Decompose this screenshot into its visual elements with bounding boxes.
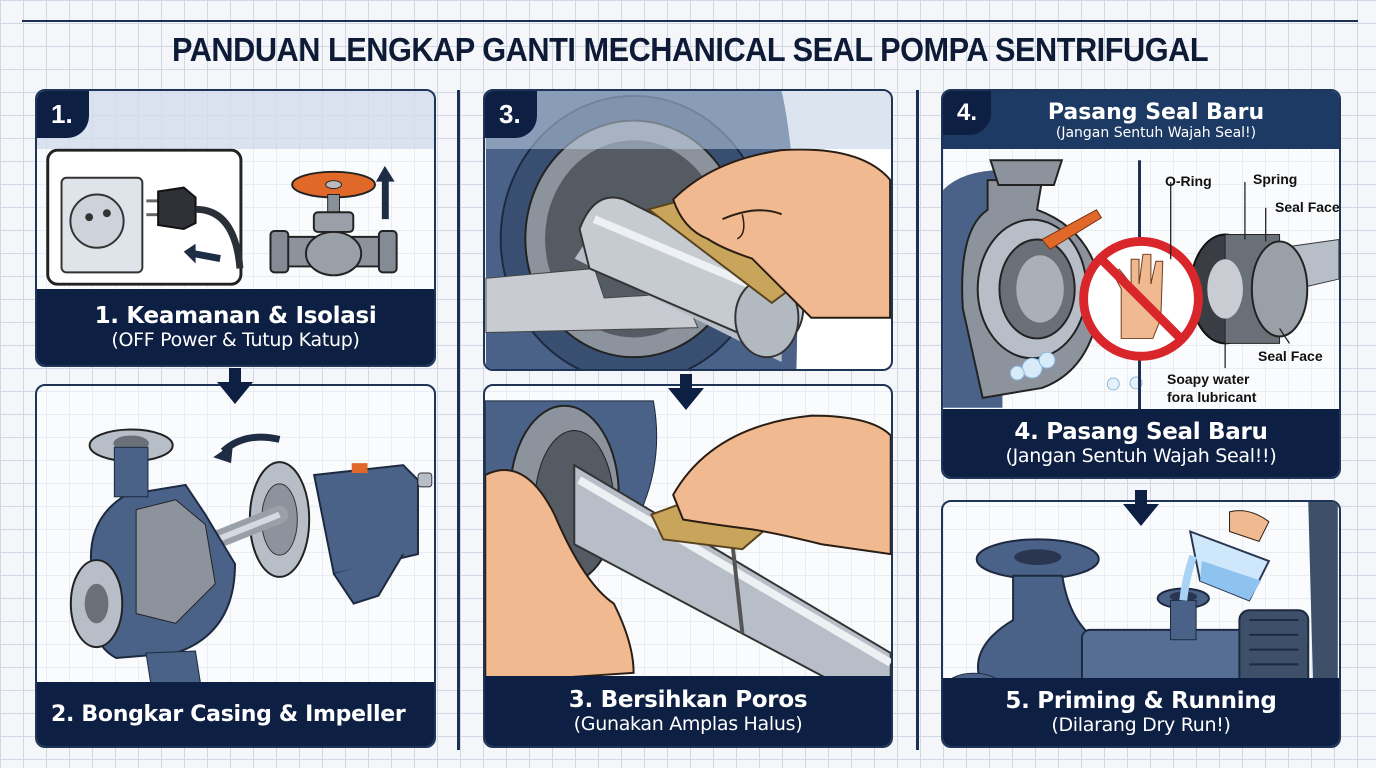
soap-bubbles-icon	[1009, 351, 1143, 391]
step-title: 5. Priming & Running	[1005, 688, 1277, 714]
step-5-panel: 5. Priming & Running (Dilarang Dry Run!)	[941, 500, 1341, 748]
step-3-caption: 3. Bersihkan Poros (Gunakan Amplas Halus…	[485, 676, 891, 746]
page-title: PANDUAN LENGKAP GANTI MECHANICAL SEAL PO…	[171, 31, 1209, 68]
step-title: 3. Bersihkan Poros	[568, 687, 808, 713]
gate-valve-close-icon	[269, 170, 398, 277]
step-number-badge: 3.	[485, 91, 537, 138]
step-title: 4. Pasang Seal Baru	[1014, 419, 1268, 445]
step-1-illustration	[46, 148, 398, 286]
step-2-caption: 2. Bongkar Casing & Impeller	[37, 682, 434, 746]
step-3-illustration-b	[485, 400, 891, 714]
hand-sanding-shaft-icon	[646, 148, 891, 319]
no-touch-hand-icon	[1079, 236, 1203, 361]
step-4-panel: Pasang Seal Baru (Jangan Sentuh Wajah Se…	[941, 89, 1341, 479]
step-title: 1. Keamanan & Isolasi	[94, 303, 377, 329]
step-4-caption: 4. Pasang Seal Baru (Jangan Sentuh Wajah…	[943, 409, 1339, 477]
step-title: 2. Bongkar Casing & Impeller	[51, 701, 406, 727]
step-3-panel-bottom: 3. Bersihkan Poros (Gunakan Amplas Halus…	[483, 384, 893, 748]
callout-seal-face-bottom: Seal Face	[1258, 348, 1323, 364]
step-1-caption: 1. Keamanan & Isolasi (OFF Power & Tutup…	[37, 289, 434, 365]
callout-o-ring: O-Ring	[1165, 173, 1212, 189]
hand-sanding-shaft-icon	[485, 414, 891, 684]
column-divider	[457, 90, 460, 750]
step-header-subtitle: (Jangan Sentuh Wajah Seal!)	[1055, 124, 1257, 141]
callout-seal-face-top: Seal Face	[1275, 199, 1340, 215]
step-number-badge: 1.	[37, 91, 89, 138]
step-4-header: Pasang Seal Baru (Jangan Sentuh Wajah Se…	[943, 91, 1339, 149]
callout-lubricant-line2: fora lubricant	[1167, 389, 1257, 405]
pump-housing-cutaway-icon	[943, 159, 1103, 408]
arrow-down-icon	[668, 374, 704, 410]
step-1-panel: 1.	[35, 89, 436, 367]
callout-spring: Spring	[1253, 171, 1298, 187]
step-header-title: Pasang Seal Baru	[1047, 99, 1265, 125]
step-number-badge: 4.	[943, 91, 992, 135]
shaft-closeup-icon	[485, 91, 805, 369]
step-subtitle: (Jangan Sentuh Wajah Seal!!)	[1005, 445, 1277, 467]
step-3-illustration-a	[485, 91, 891, 369]
arrow-up-icon	[375, 165, 395, 220]
panel-header-band	[37, 91, 434, 149]
step-2-illustration	[69, 428, 433, 686]
step-5-illustration	[943, 502, 1338, 706]
step-2-panel: 2. Bongkar Casing & Impeller	[35, 384, 436, 748]
centrifugal-pump-cutaway-icon	[69, 428, 433, 686]
panel-header-band	[485, 91, 891, 149]
arrow-down-icon	[1123, 490, 1159, 526]
column-divider	[916, 90, 919, 750]
step-5-caption: 5. Priming & Running (Dilarang Dry Run!)	[943, 678, 1339, 746]
step-subtitle: (Gunakan Amplas Halus)	[573, 713, 803, 735]
arrow-down-icon	[217, 368, 253, 404]
pump-priming-icon	[943, 502, 1338, 706]
water-pitcher-icon	[1179, 510, 1271, 602]
step-subtitle: (Dilarang Dry Run!)	[1051, 714, 1231, 736]
callout-lubricant-line1: Soapy water	[1167, 371, 1250, 387]
step-3-panel-top: 3.	[483, 89, 893, 371]
arrow-curved-left-icon	[213, 433, 281, 464]
step-4-illustration	[943, 159, 1339, 428]
power-socket-unplug-icon	[46, 148, 244, 286]
page-title-bar: PANDUAN LENGKAP GANTI MECHANICAL SEAL PO…	[22, 20, 1358, 78]
step-subtitle: (OFF Power & Tutup Katup)	[111, 329, 360, 351]
mechanical-seal-icon	[1189, 233, 1339, 345]
